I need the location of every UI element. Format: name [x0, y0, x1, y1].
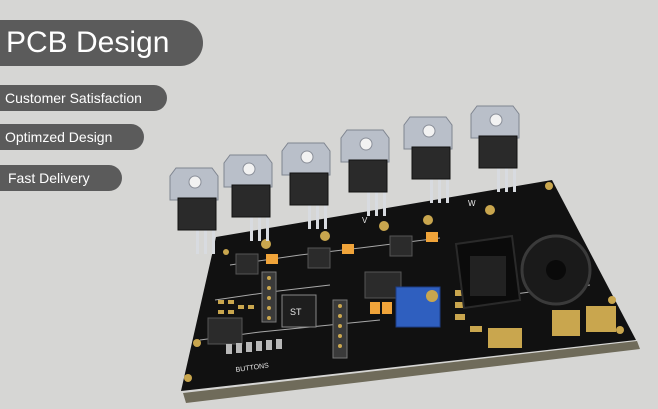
feature-optimized-design: Optimzed Design — [0, 124, 144, 150]
silk-label-w: W — [468, 199, 476, 208]
feature-fast-delivery: Fast Delivery — [0, 165, 122, 191]
inductor-pad-2 — [586, 306, 616, 332]
to220-transistor — [281, 142, 331, 229]
to220-transistor — [340, 129, 390, 216]
pin-header-pins — [267, 276, 342, 348]
chip-label: ST — [290, 307, 302, 317]
pcb-board-edge — [183, 341, 640, 403]
page-title: PCB Design — [0, 20, 203, 66]
pcb-board — [181, 180, 636, 391]
to220-transistor — [223, 154, 273, 241]
large-pad — [488, 328, 522, 348]
power-mosfet-body — [470, 256, 506, 296]
to220-transistor-row — [169, 105, 520, 254]
trimmer-screw — [426, 290, 438, 302]
smd-capacitors — [266, 232, 438, 314]
solder-pads — [184, 182, 624, 382]
to220-transistor — [470, 105, 520, 192]
feature-customer-satisfaction: Customer Satisfaction — [0, 85, 167, 111]
microcontroller-chip — [281, 294, 317, 328]
silk-label-v: V — [362, 216, 368, 225]
inductor-pad — [552, 310, 580, 336]
smd-ic — [207, 235, 413, 345]
silk-label-buttons: BUTTONS — [235, 362, 269, 374]
to220-transistor — [169, 167, 219, 254]
buzzer-center — [546, 260, 566, 280]
to220-transistor — [403, 116, 453, 203]
resistor-array — [226, 339, 282, 354]
